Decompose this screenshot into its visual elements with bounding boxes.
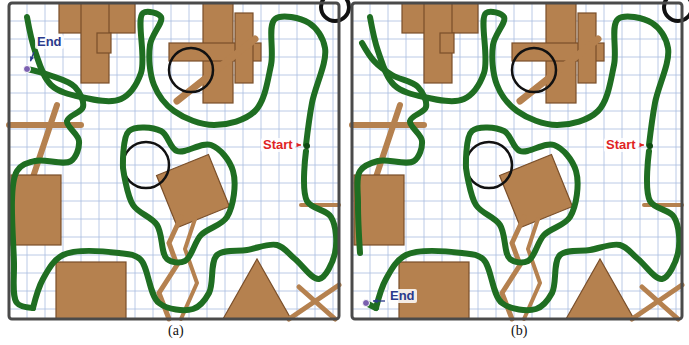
grid-line xyxy=(297,3,298,319)
start-point xyxy=(304,143,310,149)
panel-label: (a) xyxy=(166,323,186,338)
grid-line xyxy=(640,3,641,319)
grid-line xyxy=(153,3,154,319)
grid-line xyxy=(352,129,682,130)
robot-trajectory xyxy=(357,43,426,253)
black-ring xyxy=(512,48,556,92)
robot-trajectory xyxy=(376,151,679,310)
obstacles xyxy=(352,3,682,319)
floor xyxy=(9,3,339,319)
grid-line xyxy=(333,3,334,319)
wood-stick xyxy=(524,219,540,319)
wood-stick xyxy=(299,287,335,319)
wood-stick xyxy=(374,105,400,183)
map-panel xyxy=(9,0,349,319)
robot-trajectory xyxy=(370,12,668,145)
map-panel xyxy=(352,0,689,319)
grid-line xyxy=(496,3,497,319)
wood-pyramid xyxy=(223,259,291,319)
wood-block xyxy=(157,155,230,228)
grid-line xyxy=(478,3,479,319)
floor-grid xyxy=(352,3,682,319)
wood-pyramid xyxy=(566,259,634,319)
wood-stick xyxy=(632,285,682,319)
grid-line xyxy=(352,39,682,40)
wood-block xyxy=(11,175,61,245)
black-ring xyxy=(169,48,213,92)
wood-stick xyxy=(642,287,678,319)
grid-line xyxy=(279,3,280,319)
grid-line xyxy=(9,129,339,130)
wood-stick xyxy=(181,219,197,319)
leader-arrowhead xyxy=(296,143,301,147)
wood-block xyxy=(440,33,454,53)
leader-arrowhead xyxy=(373,299,378,303)
wood-block xyxy=(500,155,573,228)
end-label: End xyxy=(35,35,64,49)
grid-line xyxy=(658,3,659,319)
panel-label: (b) xyxy=(509,323,529,338)
end-label: End xyxy=(388,289,417,303)
robot-trajectory xyxy=(123,127,235,262)
robot-trajectory xyxy=(466,127,578,262)
start-point xyxy=(647,143,653,149)
floor-grid xyxy=(9,3,339,319)
wood-stick xyxy=(289,285,339,319)
start-label: Start xyxy=(604,138,638,152)
grid-line xyxy=(135,3,136,319)
black-ring xyxy=(466,142,512,188)
robot-trajectory xyxy=(27,12,325,145)
arena-wall xyxy=(9,3,339,319)
arena-wall xyxy=(352,3,682,319)
grid-line xyxy=(622,3,623,319)
leader-line xyxy=(30,52,34,61)
leader-lines xyxy=(30,52,644,303)
grid-line xyxy=(352,75,682,76)
obstacles xyxy=(9,3,339,319)
robot-trajectory xyxy=(12,69,83,308)
robot-trajectory xyxy=(33,151,336,310)
end-point xyxy=(363,300,370,307)
floor xyxy=(352,3,682,319)
end-point xyxy=(24,66,31,73)
grid-line xyxy=(676,3,677,319)
leader-arrowhead xyxy=(639,143,644,147)
wood-block xyxy=(97,33,111,53)
wood-stick xyxy=(31,105,57,183)
wood-block xyxy=(56,262,126,319)
leader-arrowhead xyxy=(30,56,34,61)
grid-line xyxy=(315,3,316,319)
start-label: Start xyxy=(261,138,295,152)
black-ring xyxy=(123,142,169,188)
